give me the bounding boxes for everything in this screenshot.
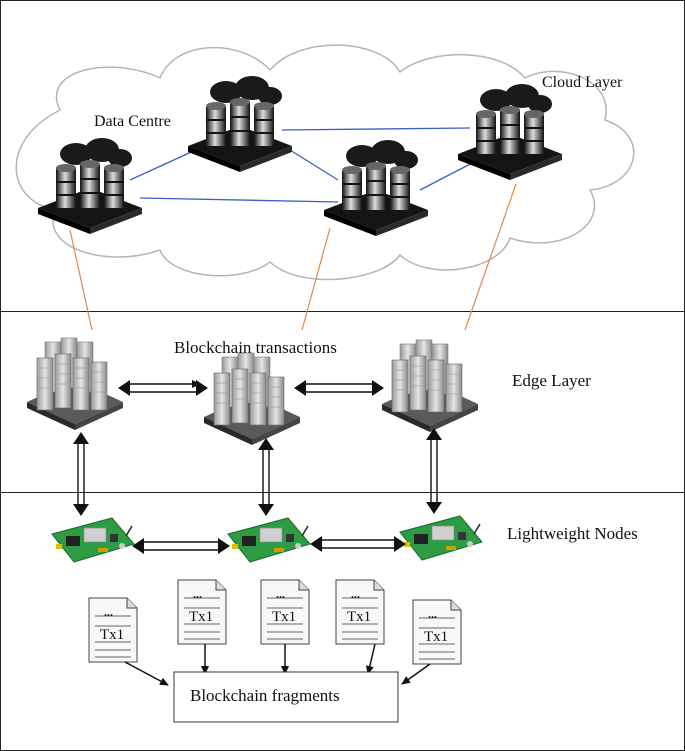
tx-label: Tx1 [424, 629, 449, 645]
lightweight-node-icon [399, 515, 483, 561]
lightweight-nodes-label: Lightweight Nodes [507, 524, 638, 543]
edge-layer-label: Edge Layer [512, 371, 591, 390]
node-arrowheads [132, 536, 406, 554]
tx-dots: ... [351, 587, 360, 601]
lightweight-node-icon [51, 517, 135, 563]
edge-arrowheads [118, 380, 384, 396]
data-centre-label: Data Centre [94, 113, 171, 130]
cloud-edge-divider [0, 311, 685, 312]
vertical-arrows [77, 436, 438, 508]
tx-label: Tx1 [189, 609, 214, 625]
node-arrows [140, 539, 398, 551]
lightweight-node-icon [227, 517, 311, 563]
cloud-shape [15, 44, 635, 281]
blockchain-fragments-box [173, 671, 399, 723]
edge-arrows [126, 380, 376, 393]
cloud-edge-links [69, 183, 517, 331]
edge-server-icon [26, 337, 124, 431]
tx-label: Tx1 [272, 609, 297, 625]
tx-dots: ... [193, 587, 202, 601]
edge-nodes-divider [0, 492, 685, 493]
vertical-arrowheads [73, 428, 442, 516]
blockchain-fragments-label: Blockchain fragments [190, 686, 340, 705]
cloud-layer-label: Cloud Layer [542, 74, 623, 91]
tx-dots: ... [104, 605, 113, 619]
tx-dots: ... [428, 607, 437, 621]
cloud-links [129, 127, 479, 203]
edge-server-icon [381, 339, 479, 433]
tx-dots: ... [276, 587, 285, 601]
tx-label: Tx1 [100, 627, 125, 643]
doc-arrows [124, 643, 431, 686]
edge-server-icon [203, 352, 301, 446]
tx-label: Tx1 [347, 609, 372, 625]
blockchain-transactions-label: Blockchain transactions [174, 338, 337, 357]
